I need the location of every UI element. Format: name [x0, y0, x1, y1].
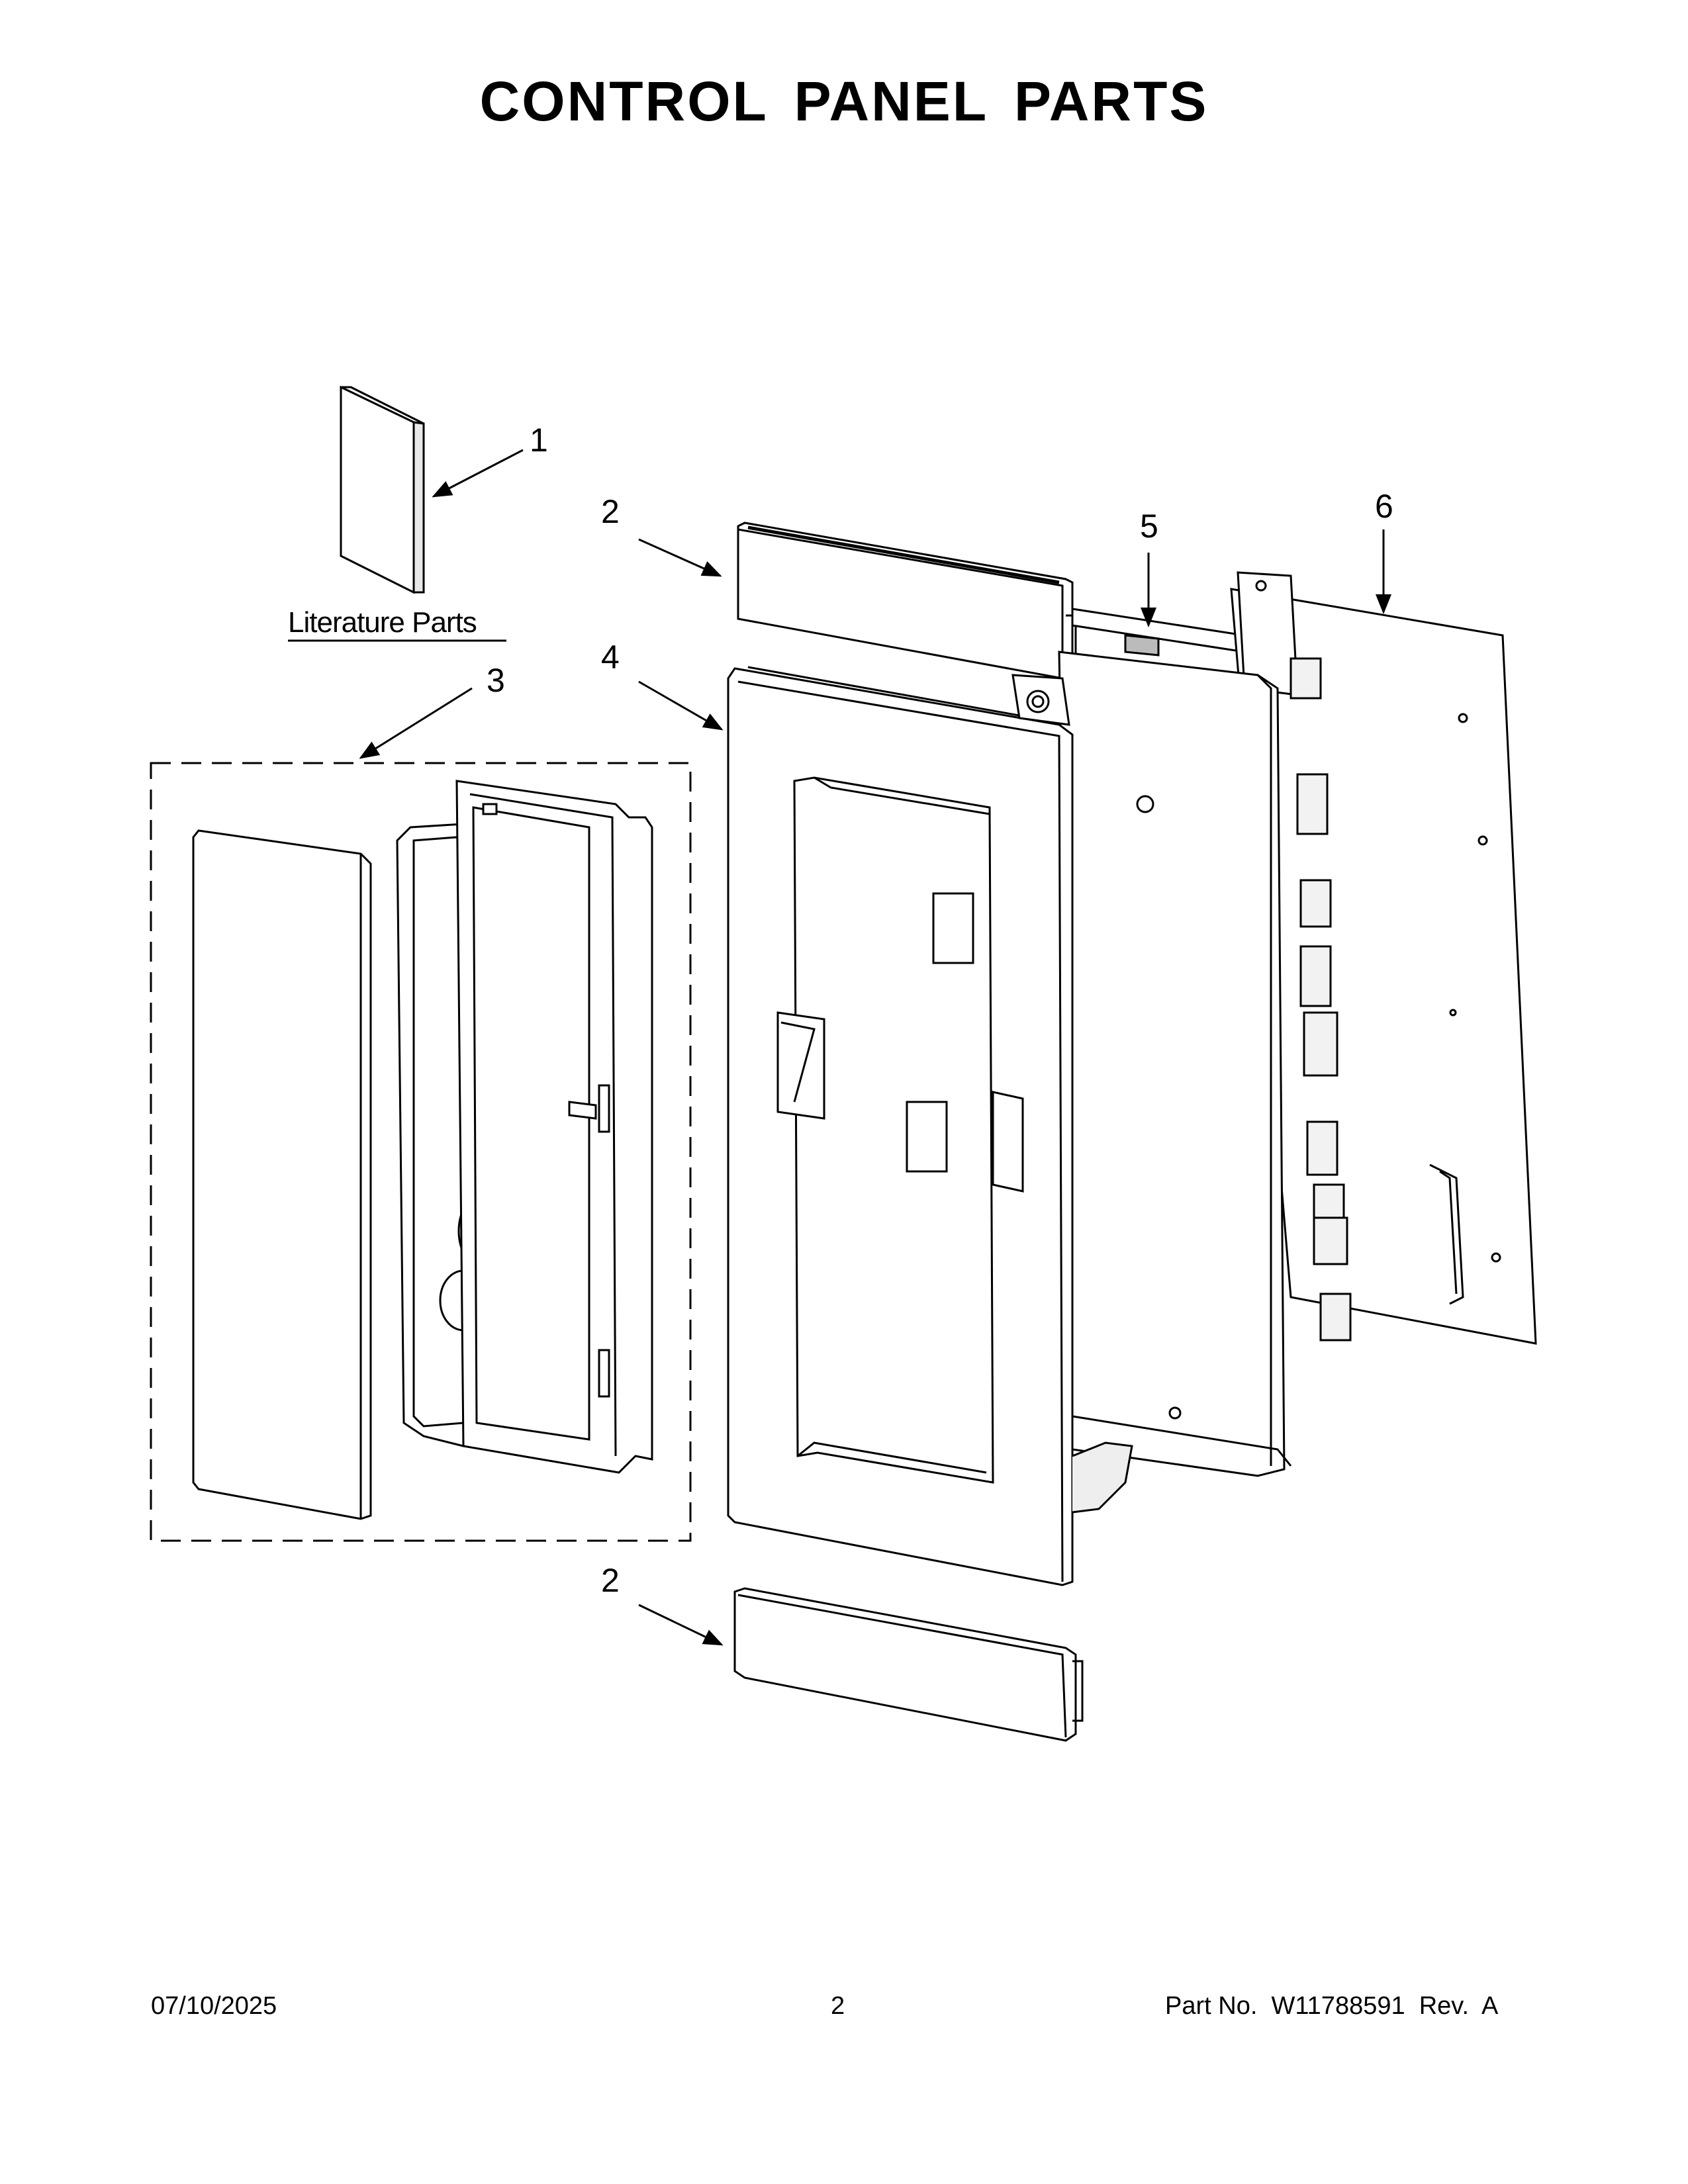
footer-date: 07/10/2025 — [151, 1992, 277, 2020]
callout-1: 1 — [530, 422, 548, 459]
keypad-frame — [455, 780, 653, 1474]
arrow-1 — [432, 449, 524, 498]
top-trim-cap — [737, 522, 1077, 680]
control-board — [1230, 571, 1537, 1345]
callout-6: 6 — [1375, 488, 1393, 525]
callout-4: 4 — [601, 639, 620, 676]
literature-parts-label: Literature Parts — [288, 606, 477, 639]
assembly-3-dashed-box — [150, 762, 692, 1542]
arrow-3 — [359, 687, 473, 759]
arrow-2-bottom — [638, 1604, 724, 1646]
footer-part-number: Part No. W11788591 Rev. A — [1165, 1992, 1499, 2020]
control-panel-frame — [727, 651, 1292, 1586]
small-bracket — [1071, 608, 1246, 657]
callout-5: 5 — [1140, 508, 1158, 545]
arrow-4 — [638, 680, 724, 731]
footer-page-number: 2 — [831, 1992, 845, 2020]
bottom-trim-cap — [733, 1587, 1084, 1742]
callout-2-bottom: 2 — [601, 1562, 620, 1599]
keypad-overlay — [192, 829, 372, 1520]
literature-booklet — [340, 385, 425, 594]
arrow-2-top — [638, 538, 722, 577]
callout-3: 3 — [487, 662, 505, 699]
page-title: CONTROL PANEL PARTS — [479, 70, 1209, 132]
callout-2-top: 2 — [601, 493, 620, 530]
